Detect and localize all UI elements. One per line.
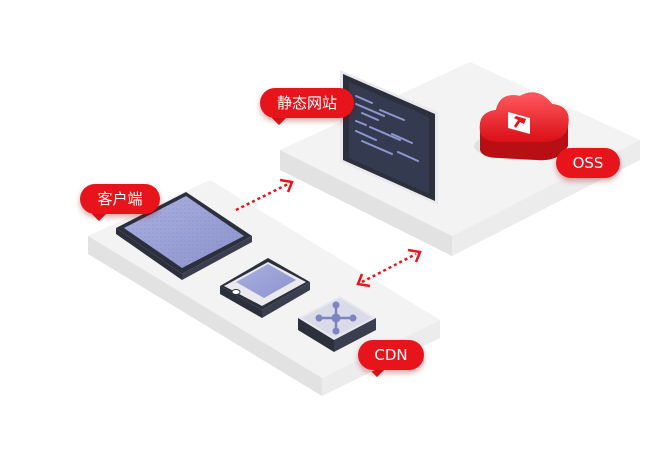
- dotted-arrow-icon: [235, 178, 294, 212]
- monitor-icon: [340, 70, 438, 205]
- oss-cloud-icon: [474, 92, 569, 161]
- client-label: 客户端: [80, 184, 160, 214]
- static-site-label: 静态网站: [260, 88, 354, 118]
- cdn-network-icon: [298, 296, 376, 352]
- oss-label: OSS: [556, 148, 620, 178]
- phone-icon: [220, 258, 310, 318]
- dotted-double-arrow-icon: [356, 248, 422, 288]
- cdn-label: CDN: [358, 340, 424, 370]
